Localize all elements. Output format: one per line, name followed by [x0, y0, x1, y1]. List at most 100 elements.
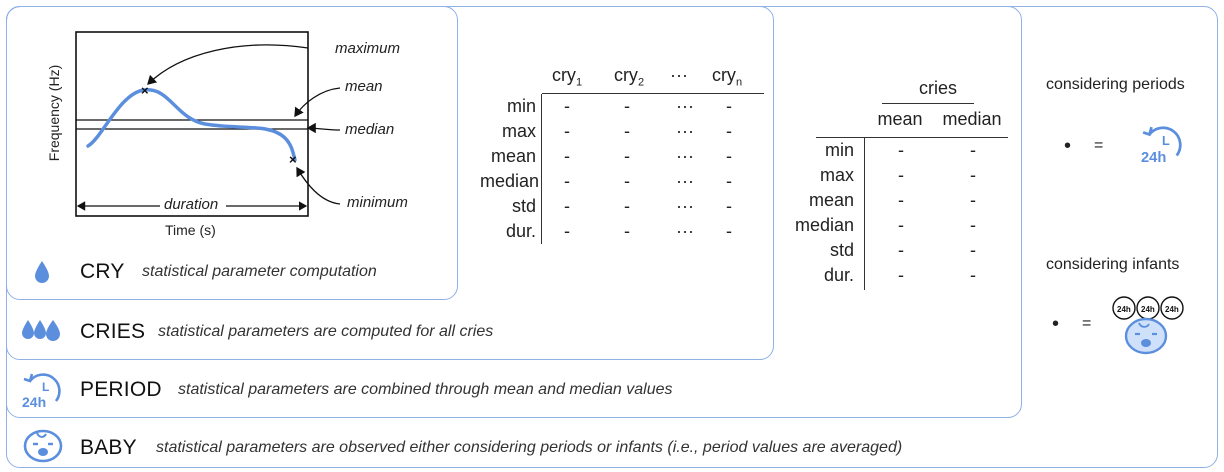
cries-title: CRIES	[80, 320, 146, 343]
row-label: dur.	[505, 221, 536, 241]
baby-desc: statistical parameters are observed eith…	[156, 439, 903, 456]
table-cell: -	[898, 165, 904, 185]
infants-label: considering infants	[1046, 256, 1180, 273]
plot-xlabel: Time (s)	[165, 222, 216, 238]
table-cell: ···	[676, 121, 694, 141]
minimum-label: minimum	[347, 194, 408, 211]
periods-bullet: •	[1064, 135, 1072, 157]
minimum-arrow	[296, 166, 341, 205]
table-cell: ···	[676, 96, 694, 116]
plot-ylabel: Frequency (Hz)	[46, 64, 62, 162]
median-label: median	[345, 121, 395, 138]
row-label: median	[480, 171, 540, 191]
cry-title: CRY	[80, 260, 125, 283]
period-desc: statistical parameters are combined thro…	[178, 381, 673, 398]
table-cell: -	[726, 146, 732, 166]
frequency-curve	[86, 88, 297, 162]
drops-icon	[22, 320, 60, 341]
table-cell: -	[898, 240, 904, 260]
col-header-ellipsis: ···	[670, 65, 688, 85]
table-cell: -	[898, 215, 904, 235]
table-cell: ···	[676, 146, 694, 166]
table-cell: -	[970, 265, 976, 285]
svg-text:24h: 24h	[1141, 305, 1155, 314]
table-cell: -	[970, 190, 976, 210]
table-cell: -	[624, 196, 630, 216]
row-label: min	[824, 140, 854, 160]
baby-face-icon	[23, 429, 63, 463]
maximum-arrow	[147, 44, 309, 85]
clock-24h-icon: L 24h	[22, 373, 61, 410]
table-cell: -	[624, 221, 630, 241]
table-cell: -	[726, 171, 732, 191]
col-header-cry1: cry1	[551, 65, 583, 89]
table-cell: -	[726, 221, 732, 241]
table-cell: ···	[676, 171, 694, 191]
table-cell: -	[726, 96, 732, 116]
infants-bullet: •	[1052, 313, 1060, 335]
table-cell: -	[624, 96, 630, 116]
mean-arrow	[294, 87, 341, 118]
cry-desc: statistical parameter computation	[142, 263, 377, 280]
median-arrow	[306, 122, 341, 134]
row-label: std	[829, 240, 854, 260]
table-cell: -	[970, 140, 976, 160]
table-cell: -	[898, 190, 904, 210]
row-rule	[864, 138, 866, 290]
baby-title: BABY	[80, 436, 137, 459]
svg-text:24h: 24h	[1165, 305, 1179, 314]
table-cell: -	[970, 215, 976, 235]
table-cell: -	[564, 146, 570, 166]
table-cell: -	[564, 121, 570, 141]
mean-label: mean	[345, 78, 383, 95]
table-cell: -	[970, 165, 976, 185]
table-cell: -	[898, 140, 904, 160]
table-cell: -	[564, 171, 570, 191]
row-rule	[541, 94, 543, 244]
maximum-label: maximum	[335, 40, 401, 57]
svg-text:24h: 24h	[1141, 150, 1166, 166]
svg-text:24h: 24h	[22, 394, 46, 410]
svg-text:L: L	[1162, 134, 1170, 148]
row-label: max	[819, 165, 854, 185]
group-header-cries: cries	[918, 78, 957, 98]
plot-frame	[75, 31, 309, 217]
periods-label: considering periods	[1046, 76, 1185, 93]
min-marker: ×	[289, 152, 297, 167]
periods-equals: =	[1094, 137, 1104, 154]
header-rule	[542, 93, 764, 95]
row-label: dur.	[823, 265, 854, 285]
clock-24h-icon: L 24h	[1141, 126, 1182, 166]
table-cell: ···	[676, 196, 694, 216]
row-label: max	[501, 121, 536, 141]
row-label: mean	[808, 190, 854, 210]
header-rule	[816, 137, 1008, 139]
period-title: PERIOD	[80, 378, 162, 401]
cries-desc: statistical parameters are computed for …	[158, 323, 494, 340]
col-header-cryn: cryn	[711, 65, 743, 89]
table-cell: -	[726, 121, 732, 141]
row-label: std	[511, 196, 536, 216]
cry-level-box	[6, 6, 458, 300]
table-cell: -	[564, 221, 570, 241]
table-cell: -	[564, 96, 570, 116]
row-label: mean	[490, 146, 536, 166]
row-label: min	[506, 96, 536, 116]
table-cell: -	[624, 121, 630, 141]
frequency-plot: × ×	[75, 31, 341, 217]
duration-label: duration	[164, 196, 219, 213]
clocks-baby-icon: 24h 24h 24h	[1112, 296, 1184, 355]
table-cell: -	[624, 171, 630, 191]
col-header-cry2: cry2	[613, 65, 645, 89]
svg-text:L: L	[42, 380, 49, 394]
row-label: median	[794, 215, 854, 235]
col-header-mean: mean	[877, 109, 923, 129]
svg-text:24h: 24h	[1117, 305, 1131, 314]
table-cell: -	[624, 146, 630, 166]
infants-equals: =	[1082, 315, 1092, 332]
group-rule	[882, 103, 974, 105]
table-cell: -	[564, 196, 570, 216]
cries-table: cry1 cry2 ··· cryn min - - ··· - max - - ··· - mea…	[480, 60, 770, 260]
table-cell: ···	[676, 221, 694, 241]
table-cell: -	[970, 240, 976, 260]
